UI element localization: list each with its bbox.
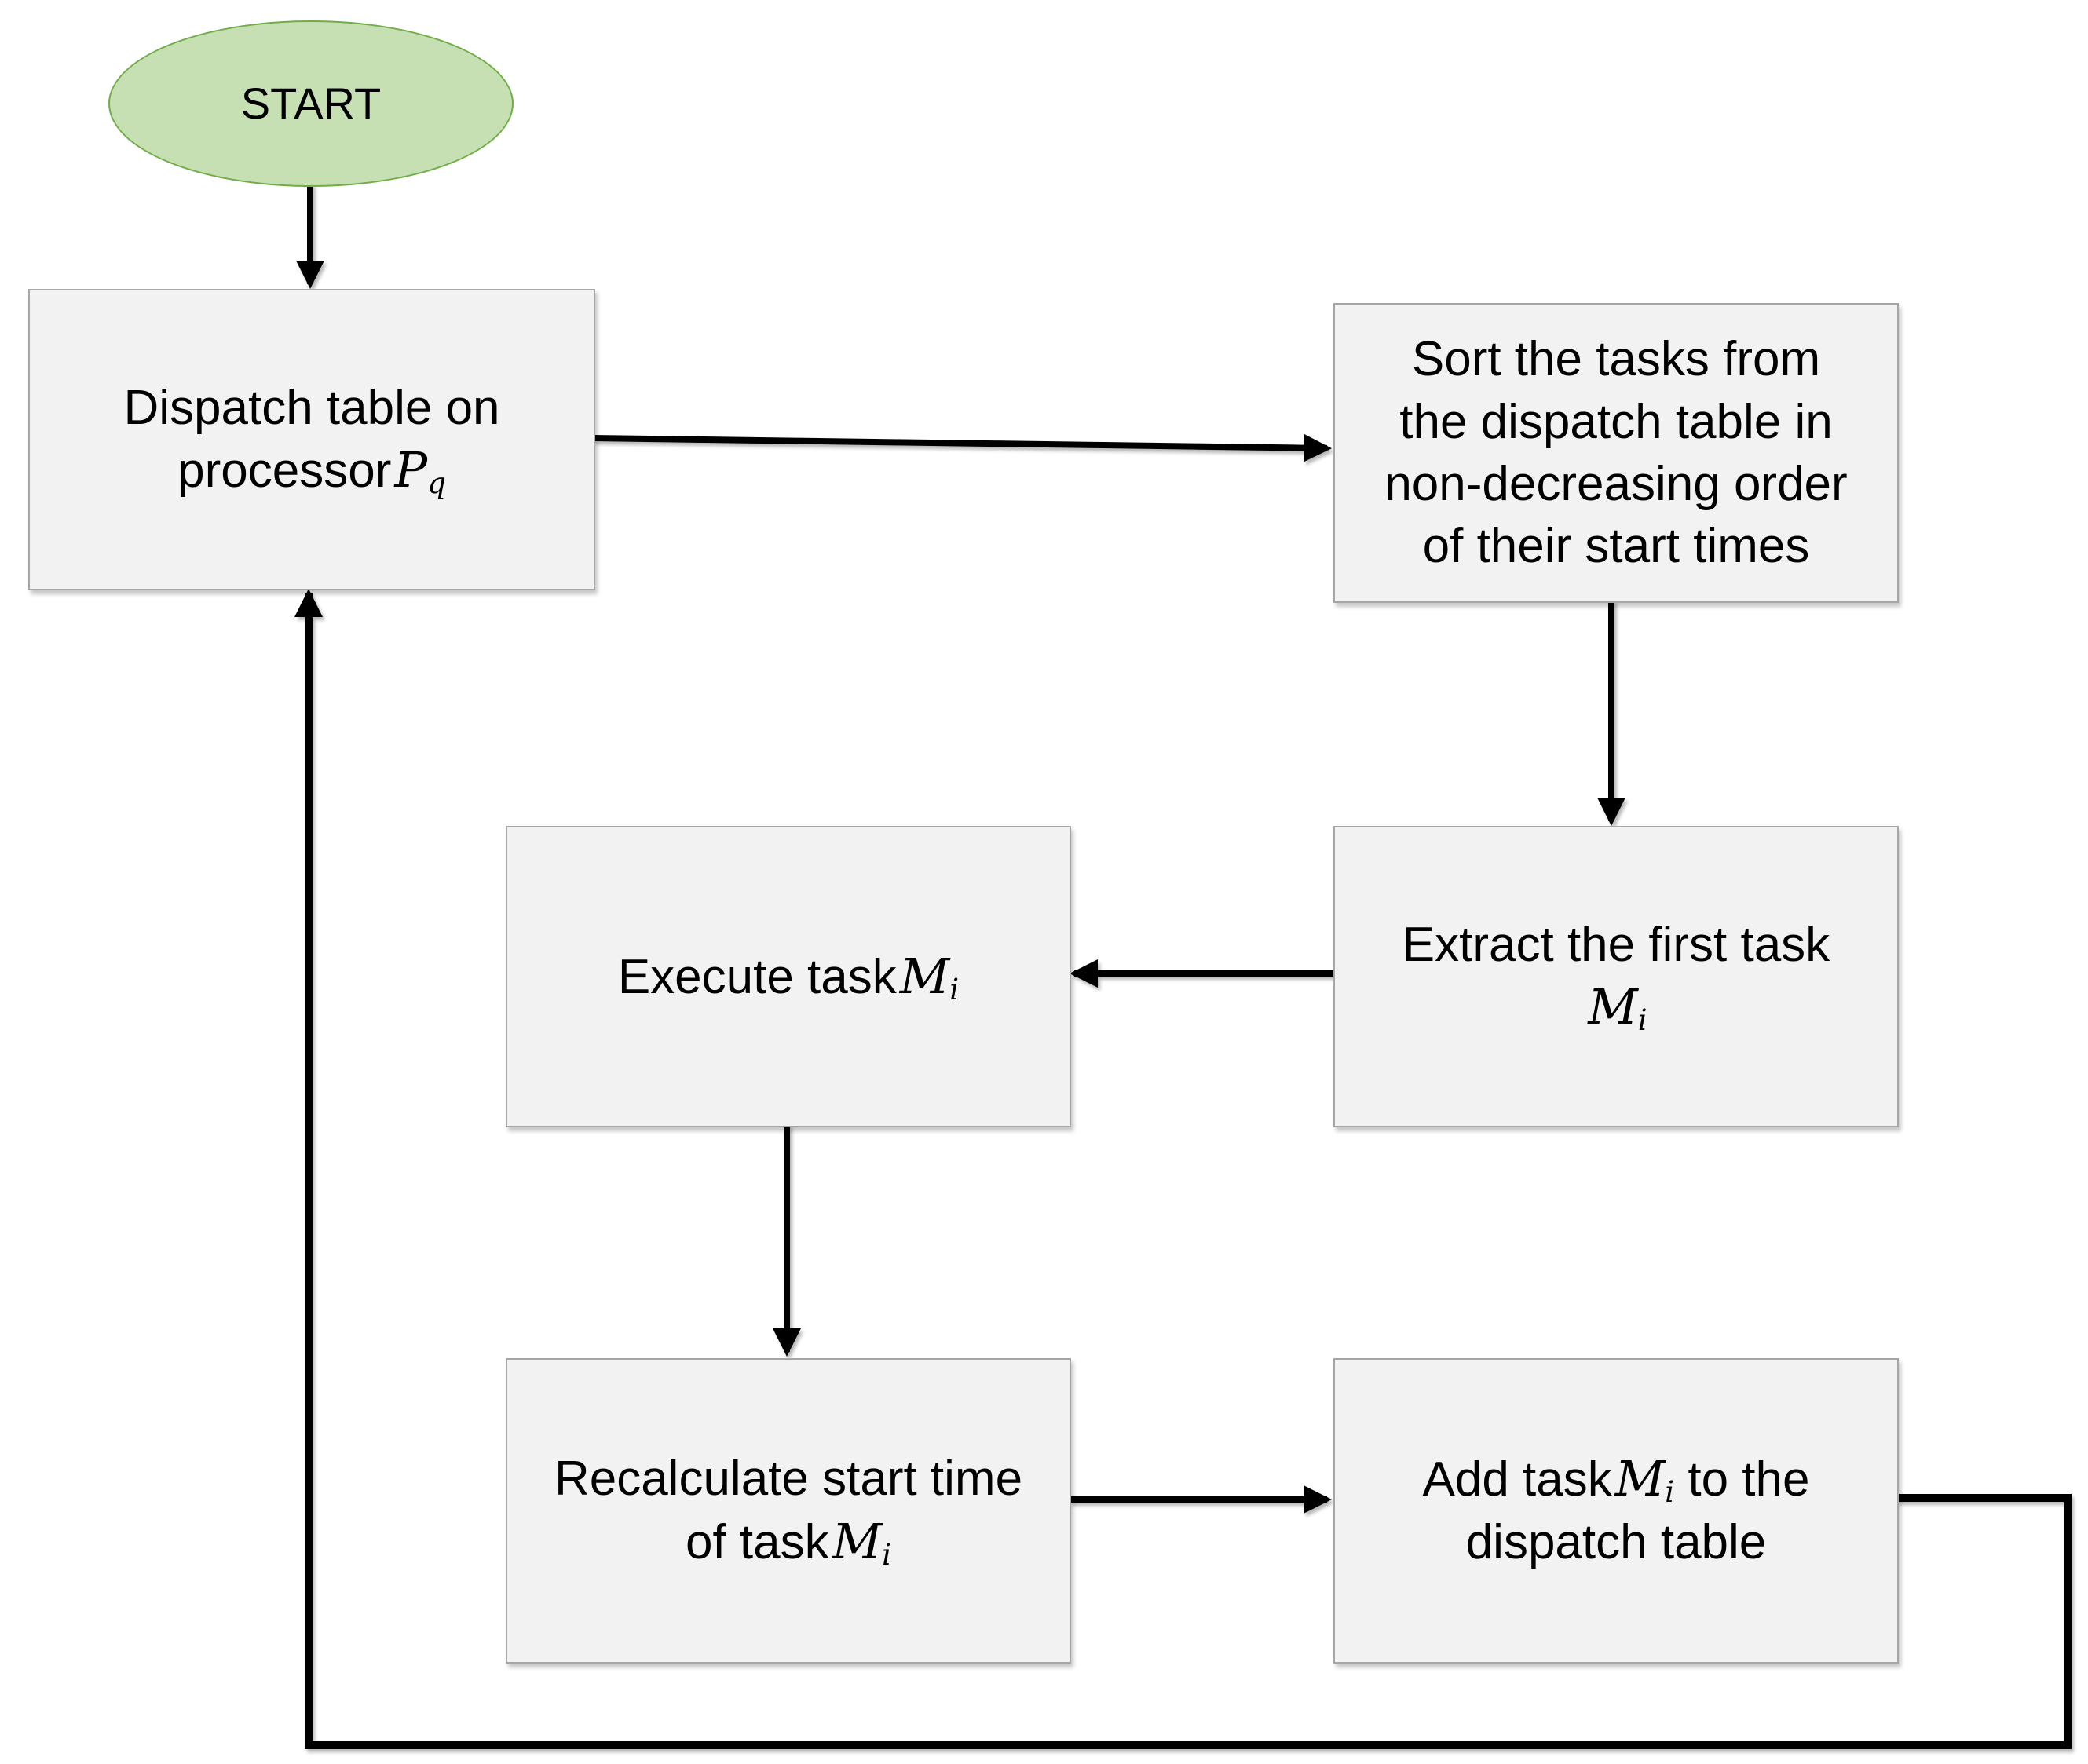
math-var: M bbox=[899, 947, 950, 1005]
label-text: START bbox=[240, 79, 382, 129]
label-text: Add task bbox=[1422, 1452, 1612, 1507]
label-text: of task bbox=[685, 1514, 829, 1569]
math-var: P bbox=[394, 441, 428, 499]
math-subscript: q bbox=[427, 466, 446, 501]
node-start: START bbox=[108, 20, 514, 187]
node-extract-first-task: Extract the first task Mi bbox=[1333, 826, 1899, 1127]
node-add-task-to-dispatch-table: Add taskMi to the dispatch table bbox=[1333, 1358, 1899, 1664]
math-subscript: i bbox=[949, 971, 960, 1006]
label-line: of their start times bbox=[1423, 515, 1810, 577]
node-sort-tasks: Sort the tasks from the dispatch table i… bbox=[1333, 303, 1899, 603]
label-text: the dispatch table in bbox=[1399, 394, 1833, 449]
edge-dispatch-to-sort bbox=[591, 433, 1332, 462]
label-line: dispatch table bbox=[1466, 1511, 1767, 1573]
label-text: Execute task bbox=[617, 949, 897, 1004]
label-line: Add taskMi to the bbox=[1423, 1448, 1810, 1511]
label-line: Execute taskMi bbox=[618, 945, 959, 1009]
label-line: Dispatch table on bbox=[123, 377, 499, 439]
label-line: Sort the tasks from bbox=[1412, 328, 1820, 390]
edge-addtask-loop-to-dispatch bbox=[294, 589, 2072, 1749]
label-text: Extract the first task bbox=[1402, 917, 1830, 972]
label-line: processorPq bbox=[177, 439, 446, 502]
label-text: to the bbox=[1674, 1452, 1810, 1507]
label-text: dispatch table bbox=[1465, 1515, 1767, 1570]
label-text: processor bbox=[177, 444, 392, 499]
node-dispatch-table: Dispatch table on processorPq bbox=[28, 289, 595, 590]
label-line: Extract the first task bbox=[1402, 914, 1830, 976]
math-subscript: i bbox=[882, 1536, 892, 1572]
label-line: Mi bbox=[1585, 976, 1647, 1039]
math-var: M bbox=[1614, 1450, 1666, 1508]
label-text: Recalculate start time bbox=[554, 1452, 1023, 1507]
math-subscript: i bbox=[1665, 1474, 1675, 1510]
label-line: the dispatch table in bbox=[1399, 391, 1833, 453]
node-start-label: START bbox=[241, 75, 381, 132]
label-text: Dispatch table on bbox=[123, 380, 500, 435]
label-line: Recalculate start time bbox=[554, 1448, 1022, 1510]
label-text: non-decreasing order bbox=[1384, 457, 1848, 511]
node-execute-task: Execute taskMi bbox=[506, 826, 1071, 1127]
node-recalculate-start-time: Recalculate start time of taskMi bbox=[506, 1358, 1071, 1664]
math-var: M bbox=[832, 1512, 883, 1570]
label-line: of taskMi bbox=[686, 1510, 891, 1574]
label-text: Sort the tasks from bbox=[1411, 332, 1821, 387]
math-var: M bbox=[1588, 978, 1638, 1036]
label-line: non-decreasing order bbox=[1384, 453, 1847, 515]
math-subscript: i bbox=[1637, 1003, 1647, 1038]
label-text: of their start times bbox=[1422, 519, 1810, 574]
